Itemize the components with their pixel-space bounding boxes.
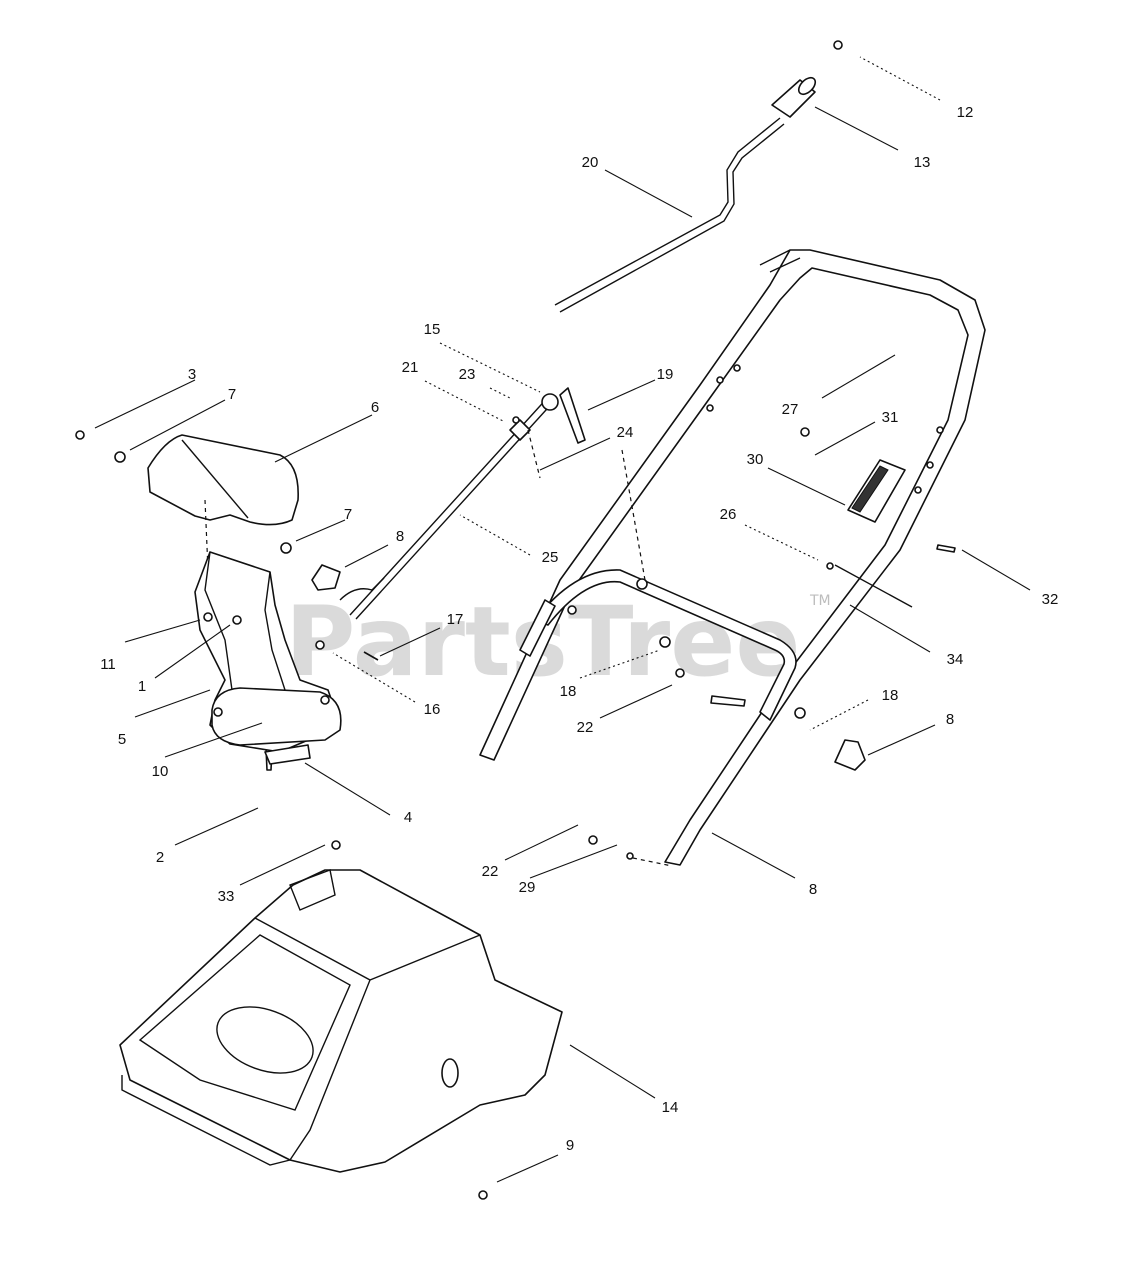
callout-31: 31 [882, 409, 899, 426]
rod-coupler [512, 387, 586, 479]
callout-3: 3 [188, 366, 196, 383]
lower-handle [519, 569, 797, 721]
callout-18b: 18 [882, 687, 899, 704]
callout-9: 9 [566, 1137, 574, 1154]
callout-8a: 8 [396, 528, 404, 545]
callout-6: 6 [371, 399, 379, 416]
callout-labels: 12 13 20 15 23 21 19 24 27 31 30 26 32 3… [100, 104, 1058, 1154]
callout-22a: 22 [577, 719, 594, 736]
callout-25: 25 [542, 549, 559, 566]
callout-27: 27 [782, 401, 799, 418]
callout-5: 5 [118, 731, 126, 748]
lower-shift-rod [339, 394, 557, 620]
callout-29: 29 [519, 879, 536, 896]
callout-30: 30 [747, 451, 764, 468]
callout-8c: 8 [809, 881, 817, 898]
callout-15: 15 [424, 321, 441, 338]
callout-32: 32 [1042, 591, 1059, 608]
callout-19: 19 [657, 366, 674, 383]
callout-1: 1 [138, 678, 146, 695]
chute-bracket [264, 744, 311, 765]
control-box [847, 459, 906, 523]
callout-17: 17 [447, 611, 464, 628]
callout-34: 34 [947, 651, 964, 668]
callout-16: 16 [424, 701, 441, 718]
callout-33: 33 [218, 888, 235, 905]
callout-23: 23 [459, 366, 476, 383]
mower-cover [119, 869, 563, 1173]
shift-rod [554, 117, 785, 313]
callout-24: 24 [617, 424, 634, 441]
callout-8b: 8 [946, 711, 954, 728]
callout-26: 26 [720, 506, 737, 523]
leader-lines [94, 56, 1031, 1183]
handle-knob-right [834, 739, 866, 771]
knob-nut [833, 40, 843, 50]
callout-11: 11 [100, 656, 116, 673]
callout-14: 14 [662, 1099, 679, 1116]
handle-knob-left [311, 564, 341, 591]
chute-ring [211, 687, 342, 746]
watermark-trademark: TM [809, 593, 831, 609]
callout-7a: 7 [228, 386, 236, 403]
callout-21: 21 [402, 359, 419, 376]
shift-knob [771, 76, 817, 118]
chute-deflector [147, 434, 299, 571]
callout-2: 2 [156, 849, 164, 866]
callout-12: 12 [957, 104, 974, 121]
callout-20: 20 [582, 154, 599, 171]
upper-handle [479, 249, 986, 866]
callout-22b: 22 [482, 863, 499, 880]
callout-4: 4 [404, 809, 412, 826]
callout-10: 10 [152, 763, 169, 780]
callout-18a: 18 [560, 683, 577, 700]
callout-7b: 7 [344, 506, 352, 523]
callout-13: 13 [914, 154, 931, 171]
